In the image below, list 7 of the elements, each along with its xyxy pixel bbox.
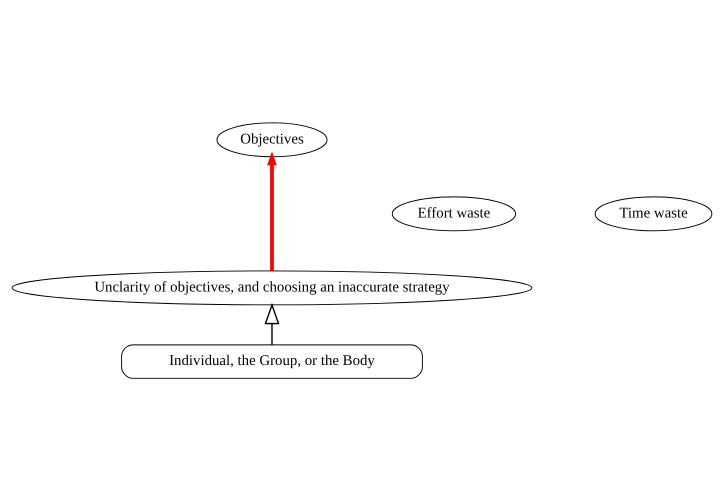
arrow bbox=[267, 151, 277, 271]
node-box: Individual, the Group, or the Body bbox=[121, 344, 423, 379]
arrow bbox=[264, 302, 280, 345]
node-ellipse: Effort waste bbox=[392, 196, 516, 232]
node-ellipse: Unclarity of objectives, and choosing an inaccurate strategy bbox=[12, 270, 532, 306]
node-ellipse: Objectives bbox=[216, 122, 328, 158]
node-ellipse: Time waste bbox=[594, 196, 712, 232]
